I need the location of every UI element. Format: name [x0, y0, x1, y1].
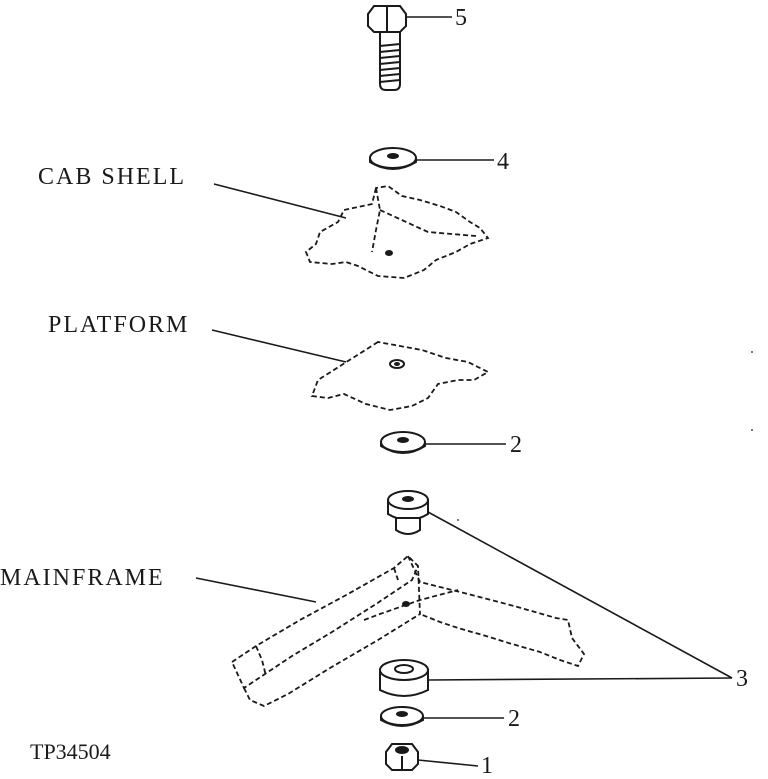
- scan-speck: [751, 351, 753, 353]
- washer-middle: [380, 431, 426, 454]
- callout-2-bottom: 2: [508, 706, 520, 732]
- leader-line-mainframe: [195, 577, 317, 603]
- callout-5: 5: [455, 5, 467, 31]
- figure-code: TP34504: [30, 739, 111, 764]
- callout-1: 1: [481, 753, 493, 779]
- callout-4: 4: [497, 149, 509, 175]
- leader-line-cab-shell: [213, 183, 347, 219]
- leader-line-1: [417, 759, 479, 767]
- cap-screw: [367, 5, 407, 91]
- scan-speck: [751, 429, 753, 431]
- isolator-upper: [387, 490, 429, 535]
- leader-line-platform: [211, 329, 347, 363]
- scan-speck: [457, 519, 459, 521]
- leader-line-3-upper: [427, 511, 733, 679]
- mainframe-part: [230, 554, 586, 707]
- callout-2-middle: 2: [510, 432, 522, 458]
- washer-bottom: [380, 706, 424, 727]
- washer-top: [369, 147, 417, 170]
- label-mainframe: MAINFRAME: [0, 565, 165, 591]
- callout-3: 3: [736, 666, 748, 692]
- label-cab-shell: CAB SHELL: [38, 164, 187, 190]
- platform-part: [310, 341, 490, 411]
- leader-line-3-lower: [427, 677, 733, 681]
- cab-shell-part: [304, 185, 490, 279]
- isolator-lower: [379, 659, 429, 697]
- label-platform: PLATFORM: [48, 312, 190, 338]
- hex-nut: [385, 743, 419, 771]
